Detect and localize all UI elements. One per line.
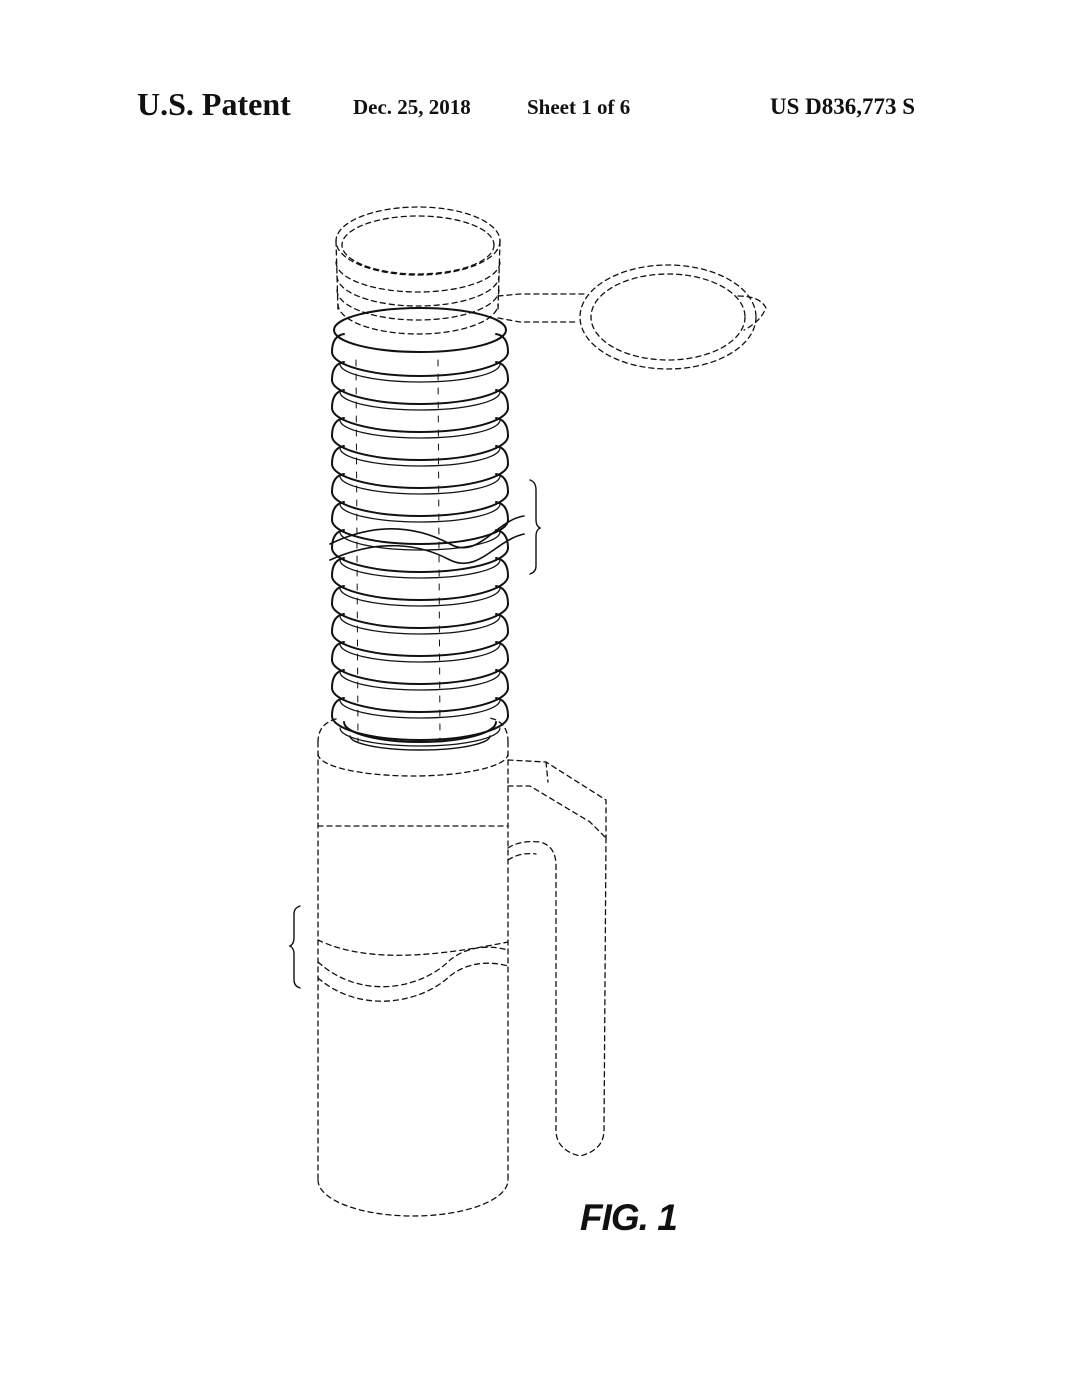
rib <box>331 697 509 747</box>
patent-office-title: U.S. Patent <box>137 86 291 122</box>
tether-ring-outer <box>579 264 757 370</box>
ribbed-grip-sleeve <box>329 307 525 751</box>
bottle-handle <box>507 759 607 1157</box>
sleeve-top-ring <box>333 307 507 331</box>
boundary-bracket-right <box>529 479 542 575</box>
break-line <box>329 515 525 549</box>
bottle-body <box>317 717 509 1217</box>
cap-top <box>335 206 501 276</box>
cap-tether-loop <box>497 264 767 370</box>
sleeve-bottom <box>343 721 497 743</box>
patent-number: US D836,773 S <box>770 94 916 119</box>
issue-date: Dec. 25, 2018 <box>353 95 471 119</box>
rib <box>331 333 509 383</box>
figure-label: FIG. 1 <box>580 1197 678 1238</box>
boundary-bracket-left <box>288 905 301 989</box>
bottle-base <box>317 1179 509 1217</box>
sheet-number: Sheet 1 of 6 <box>527 95 631 119</box>
